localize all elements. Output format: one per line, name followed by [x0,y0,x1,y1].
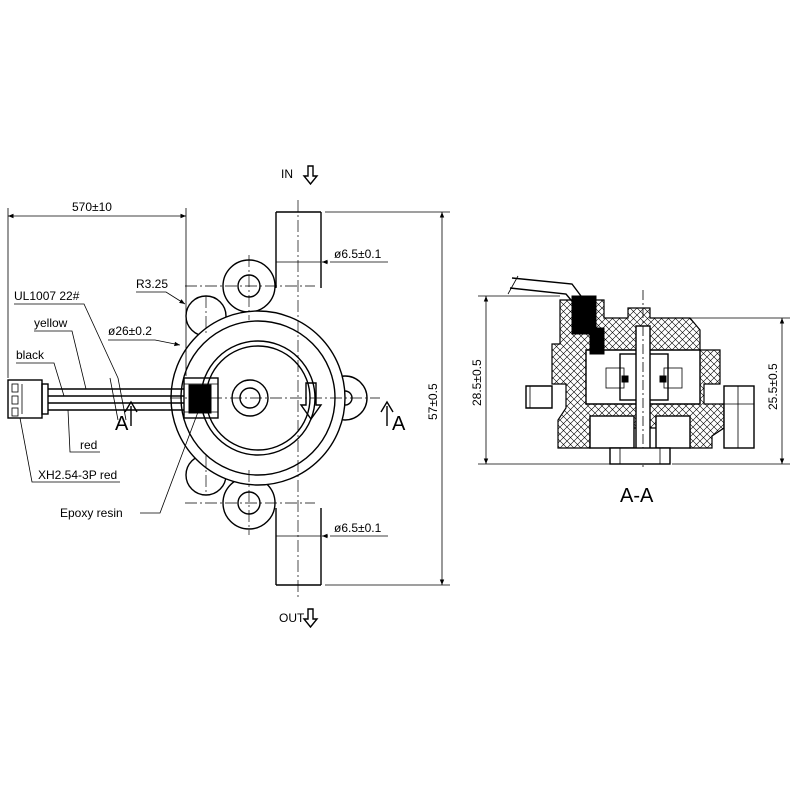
dimension-inlet-diameter: ø6.5±0.1 [322,247,388,265]
svg-text:ø6.5±0.1: ø6.5±0.1 [334,247,382,261]
dimension-overall-length: 57±0.5 [325,211,450,586]
dimension-fillet-radius: R3.25 [136,277,186,305]
svg-text:red: red [80,438,97,452]
svg-text:25.5±0.5: 25.5±0.5 [766,363,780,410]
svg-text:ø26±0.2: ø26±0.2 [108,324,152,338]
callout-wire-yellow: yellow [34,316,87,390]
callout-wire-red: red [67,409,100,453]
cable [48,377,184,421]
callout-wire-black: black [16,348,65,397]
front-view [170,200,380,600]
svg-text:R3.25: R3.25 [136,277,168,291]
down-arrow-icon [302,165,319,186]
svg-text:yellow: yellow [34,316,68,330]
dimension-section-height-right: 25.5±0.5 [672,317,790,465]
callout-connector: XH2.54-3P red [19,417,120,483]
dimension-section-height-left: 28.5±0.5 [470,295,612,465]
svg-text:57±0.5: 57±0.5 [426,383,440,420]
section-marker-right: A [392,413,406,435]
section-arrow-icon [380,400,394,426]
section-view-title: A-A [620,485,654,507]
dimension-body-diameter: ø26±0.2 [108,324,181,347]
callout-wire-spec: UL1007 22# [14,289,119,379]
svg-text:Epoxy resin: Epoxy resin [60,506,123,520]
section-arrow-icon [124,400,138,426]
svg-text:ø6.5±0.1: ø6.5±0.1 [334,521,382,535]
outlet-label: OUT [279,611,305,625]
svg-text:UL1007 22#: UL1007 22# [14,289,80,303]
section-view [507,275,755,470]
inlet-label: IN [281,167,293,181]
dimension-cable-length: 570±10 [7,200,187,378]
svg-text:28.5±0.5: 28.5±0.5 [470,359,484,406]
dimension-outlet-diameter: ø6.5±0.1 [322,521,388,539]
section-marker-left: A [115,413,129,435]
svg-text:570±10: 570±10 [72,200,112,214]
connector-housing [7,379,49,419]
callout-potting: Epoxy resin [60,411,199,520]
svg-text:black: black [16,348,45,362]
svg-text:XH2.54-3P red: XH2.54-3P red [38,468,117,482]
down-arrow-icon [302,608,319,629]
